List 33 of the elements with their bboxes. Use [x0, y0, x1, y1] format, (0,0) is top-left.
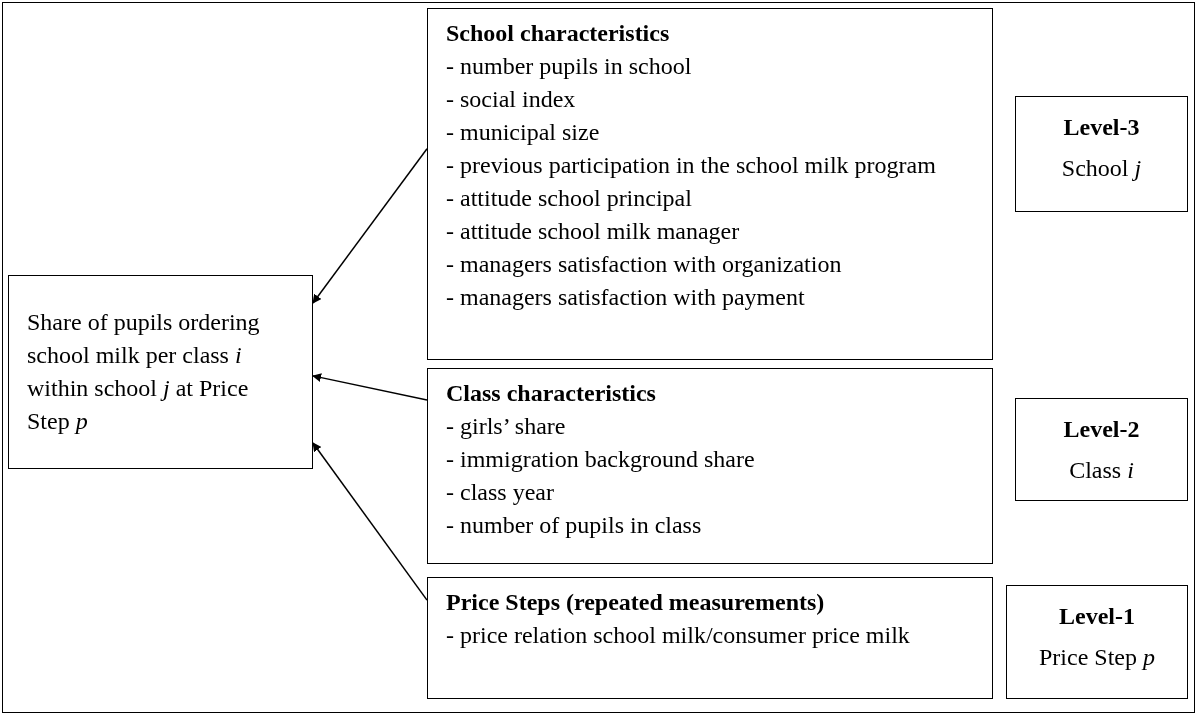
list-item: - girls’ share: [446, 412, 567, 441]
characteristics-box: [427, 8, 993, 360]
list-item: - previous participation in the school milk program: [446, 151, 937, 180]
box-heading: Price Steps (repeated measurements): [446, 588, 826, 617]
box-heading: Class characteristics: [446, 379, 657, 408]
level-label: Class i: [1069, 456, 1134, 485]
node-text: Share of pupils ordering school milk per class i within school j at Price Step p: [27, 308, 261, 436]
level-box: [1015, 96, 1188, 212]
level-box: [1015, 398, 1188, 501]
outcome-box: [8, 275, 313, 469]
list-item: - attitude school principal: [446, 184, 693, 213]
list-item: - class year: [446, 478, 555, 507]
list-item: - number pupils in school: [446, 52, 693, 81]
characteristics-box: [427, 368, 993, 564]
list-item: - managers satisfaction with organization: [446, 250, 843, 279]
box-heading: School characteristics: [446, 19, 671, 48]
level-box: [1006, 585, 1188, 699]
list-item: - social index: [446, 85, 577, 114]
list-item: - immigration background share: [446, 445, 756, 474]
arrow: [312, 148, 428, 304]
list-item: - managers satisfaction with payment: [446, 283, 806, 312]
list-item: - attitude school milk manager: [446, 217, 741, 246]
list-item: - number of pupils in class: [446, 511, 703, 540]
characteristics-box: [427, 577, 993, 699]
level-heading: Level-2: [1063, 415, 1140, 444]
level-heading: Level-1: [1059, 602, 1135, 631]
level-label: School j: [1061, 154, 1142, 183]
arrow: [312, 373, 428, 401]
arrow: [312, 442, 428, 601]
list-item: - municipal size: [446, 118, 601, 147]
list-item: - price relation school milk/consumer price milk: [446, 621, 911, 650]
level-heading: Level-3: [1063, 113, 1140, 142]
level-label: Price Step p: [1039, 643, 1155, 672]
